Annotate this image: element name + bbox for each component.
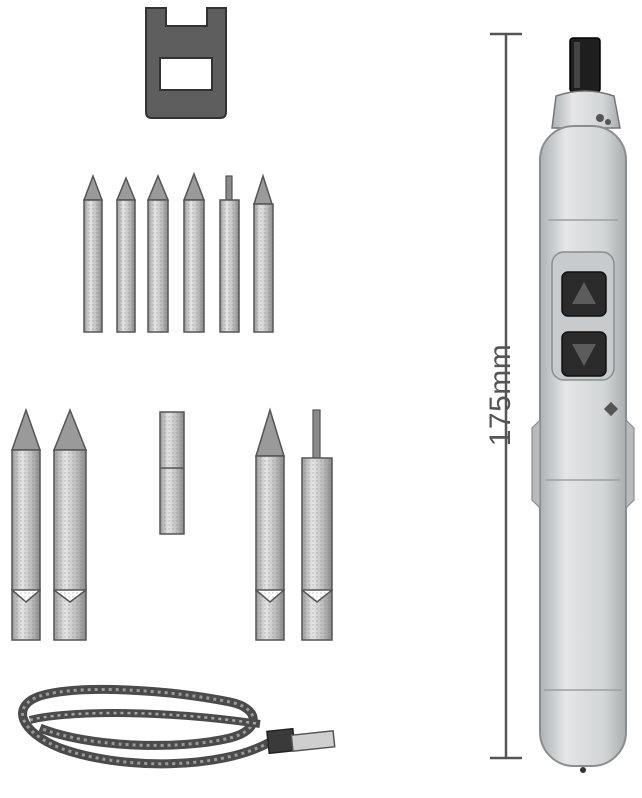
- usb-charging-cable: [18, 684, 336, 769]
- bit-holder-adapter: [145, 7, 227, 119]
- short-bit-1: [82, 173, 104, 333]
- hex-bit: [159, 411, 185, 535]
- electric-screwdriver: [531, 37, 635, 773]
- short-bit-3: [146, 174, 170, 333]
- short-bit-2: [115, 176, 137, 333]
- short-bit-4: [182, 171, 206, 333]
- dimension-line: [490, 32, 522, 760]
- short-bit-set: [82, 171, 274, 333]
- dimension-label: 175mm: [484, 343, 517, 447]
- long-bit-4: [301, 409, 333, 641]
- short-bit-5: [219, 175, 240, 333]
- long-bit-3: [254, 407, 286, 641]
- long-bit-2: [52, 407, 88, 641]
- long-bit-1: [10, 407, 42, 641]
- long-bit-set: [10, 407, 333, 641]
- short-bit-6: [252, 173, 274, 333]
